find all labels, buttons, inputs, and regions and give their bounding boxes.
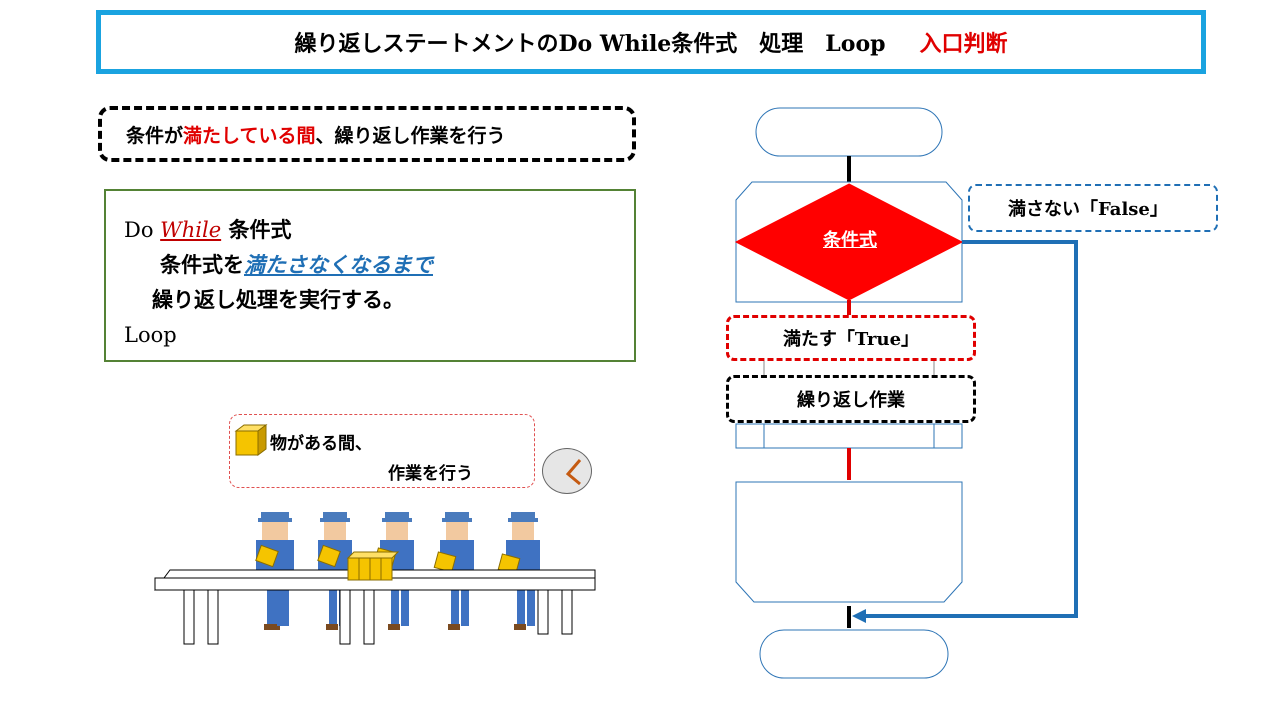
code-do: Do — [124, 218, 161, 242]
code-line2-prefix: 条件式を — [160, 253, 244, 277]
next-process-shape — [735, 481, 963, 603]
title-text: 繰り返しステートメントのDo While条件式 処理 Loop — [294, 31, 886, 57]
end-terminal — [759, 629, 949, 679]
workers-illustration — [153, 512, 596, 645]
false-path-arrow — [858, 240, 1078, 618]
false-label: 満さない「False」 — [968, 184, 1218, 232]
condition-note: 条件が満たしている間、繰り返し作業を行う — [98, 106, 636, 162]
decision-label: 条件式 — [823, 230, 877, 251]
repeat-process-box: 繰り返し作業 — [726, 375, 976, 423]
box-pile — [346, 551, 400, 581]
condition-prefix: 条件が — [126, 124, 184, 147]
code-line-2: 条件式を満たさなくなるまで — [124, 248, 634, 283]
bubble-line-2: 作業を行う — [388, 464, 473, 484]
box-icon — [234, 423, 268, 462]
condition-suffix: 、繰り返し作業を行う — [315, 124, 506, 147]
code-line-4: Loop — [124, 323, 177, 347]
code-line2-highlight: 満たさなくなるまで — [244, 253, 433, 277]
condition-highlight: 満たしている間 — [183, 124, 316, 147]
bubble-line-1: 物がある間、 — [270, 434, 372, 454]
code-condition: 条件式 — [221, 218, 292, 242]
loop-end-shape — [735, 423, 963, 449]
code-box: Do While 条件式 条件式を満たさなくなるまで 繰り返し処理を実行する。 … — [104, 189, 636, 362]
true-label: 満たす「True」 — [726, 315, 976, 361]
start-terminal — [755, 107, 943, 157]
speech-bubble: 物がある間、 作業を行う — [229, 414, 535, 488]
clock-icon — [542, 448, 592, 494]
code-line-3: 繰り返し処理を実行する。 — [152, 288, 404, 312]
code-while: While — [160, 218, 222, 242]
title-banner: 繰り返しステートメントのDo While条件式 処理 Loop 入口判断 — [96, 10, 1206, 74]
false-arrow-head — [852, 609, 866, 623]
code-line-1: Do While 条件式 — [124, 213, 634, 248]
title-highlight: 入口判断 — [919, 31, 1008, 57]
